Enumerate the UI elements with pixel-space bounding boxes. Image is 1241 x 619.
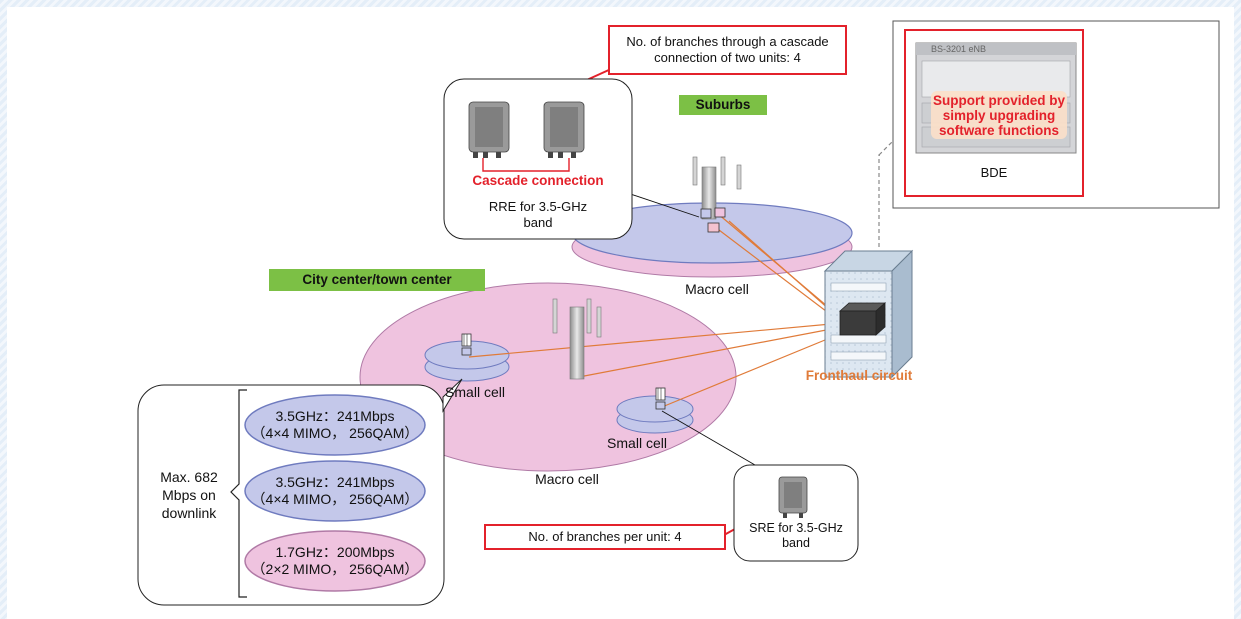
macro-cell-city-label: Macro cell	[535, 471, 599, 487]
band1-ellipse	[244, 394, 426, 456]
small-cell-left-antenna-icon	[461, 333, 472, 356]
sre-caption-line1: SRE for 3.5-GHz	[749, 521, 843, 535]
bde-caption: BDE	[980, 165, 1008, 180]
small-cell-right-label: Small cell	[607, 435, 667, 451]
band3-config: （2×2 MIMO， 256QAM）	[251, 561, 419, 577]
small-cell-left-label: Small cell	[445, 384, 505, 400]
small-cell-right-antenna-icon	[655, 387, 666, 410]
small-cell-right-upper	[616, 395, 694, 423]
sre-caption-line2: band	[782, 536, 810, 550]
diagram-canvas: No. of branches through a cascade connec…	[7, 7, 1234, 619]
cascade-connection-label: Cascade connection	[472, 173, 604, 188]
rre-caption-line1: RRE for 3.5-GHz	[488, 199, 588, 214]
downlink-max-label: Max. 682 Mbps on downlink	[147, 468, 231, 522]
rre-unit-right-icon	[543, 101, 585, 158]
bde-support-line1: Support provided by	[932, 93, 1065, 108]
downlink-max-line3: downlink	[161, 505, 217, 521]
bde-support-highlight	[931, 91, 1067, 139]
bde-link-arrow	[878, 154, 880, 247]
city-tower-icon	[552, 298, 602, 380]
city-center-tag: City center/town center	[269, 269, 485, 291]
cascade-branches-callout: No. of branches through a cascade connec…	[608, 25, 847, 75]
sre-callout-pointer	[661, 410, 756, 466]
band2-rate: 3.5GHz：241Mbps	[275, 474, 395, 490]
rre-unit-left-icon	[468, 101, 510, 158]
band2-config: （4×4 MIMO， 256QAM）	[251, 491, 419, 507]
band1-label: 3.5GHz：241Mbps （4×4 MIMO， 256QAM）	[245, 408, 425, 442]
sre-unit-icon	[778, 476, 808, 518]
fronthaul-rack-icon	[823, 249, 914, 379]
suburbs-tower-icon	[692, 156, 742, 233]
band1-rate: 3.5GHz：241Mbps	[275, 408, 395, 424]
band2-label: 3.5GHz：241Mbps （4×4 MIMO， 256QAM）	[245, 474, 425, 508]
band1-config: （4×4 MIMO， 256QAM）	[251, 425, 419, 441]
per-unit-branches-text: No. of branches per unit: 4	[528, 529, 682, 544]
bde-device-tag: BS-3201 eNB	[931, 44, 987, 54]
cascade-link-line	[482, 158, 570, 172]
bde-support-line2: simply upgrading	[942, 108, 1056, 123]
suburbs-tag: Suburbs	[679, 95, 767, 115]
per-unit-branches-callout: No. of branches per unit: 4	[484, 524, 726, 550]
cascade-branches-text: No. of branches through a cascade connec…	[626, 34, 829, 65]
band3-ellipse	[244, 530, 426, 592]
throughput-callout-tail	[442, 378, 463, 413]
downlink-bracket	[230, 389, 247, 598]
macro-cell-suburbs-label: Macro cell	[685, 281, 749, 297]
diagram-graphics	[137, 20, 1220, 606]
bde-support-line3: software functions	[938, 123, 1059, 138]
rre-caption-line2: band	[523, 215, 553, 230]
band3-rate: 1.7GHz：200Mbps	[275, 544, 395, 560]
band2-ellipse	[244, 460, 426, 522]
band3-label: 1.7GHz：200Mbps （2×2 MIMO， 256QAM）	[245, 544, 425, 578]
fronthaul-label: Fronthaul circuit	[805, 368, 913, 383]
downlink-max-line1: Max. 682	[160, 469, 218, 485]
downlink-max-line2: Mbps on	[162, 487, 216, 503]
